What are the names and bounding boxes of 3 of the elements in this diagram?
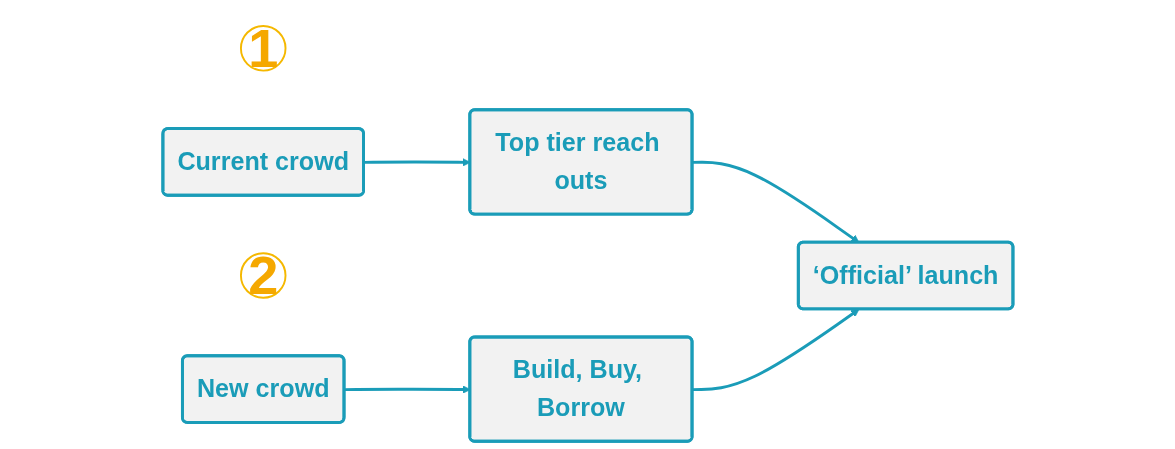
arrow [692,308,859,392]
node-circle: 1 [239,25,287,72]
node-circle: 2 [239,252,287,299]
